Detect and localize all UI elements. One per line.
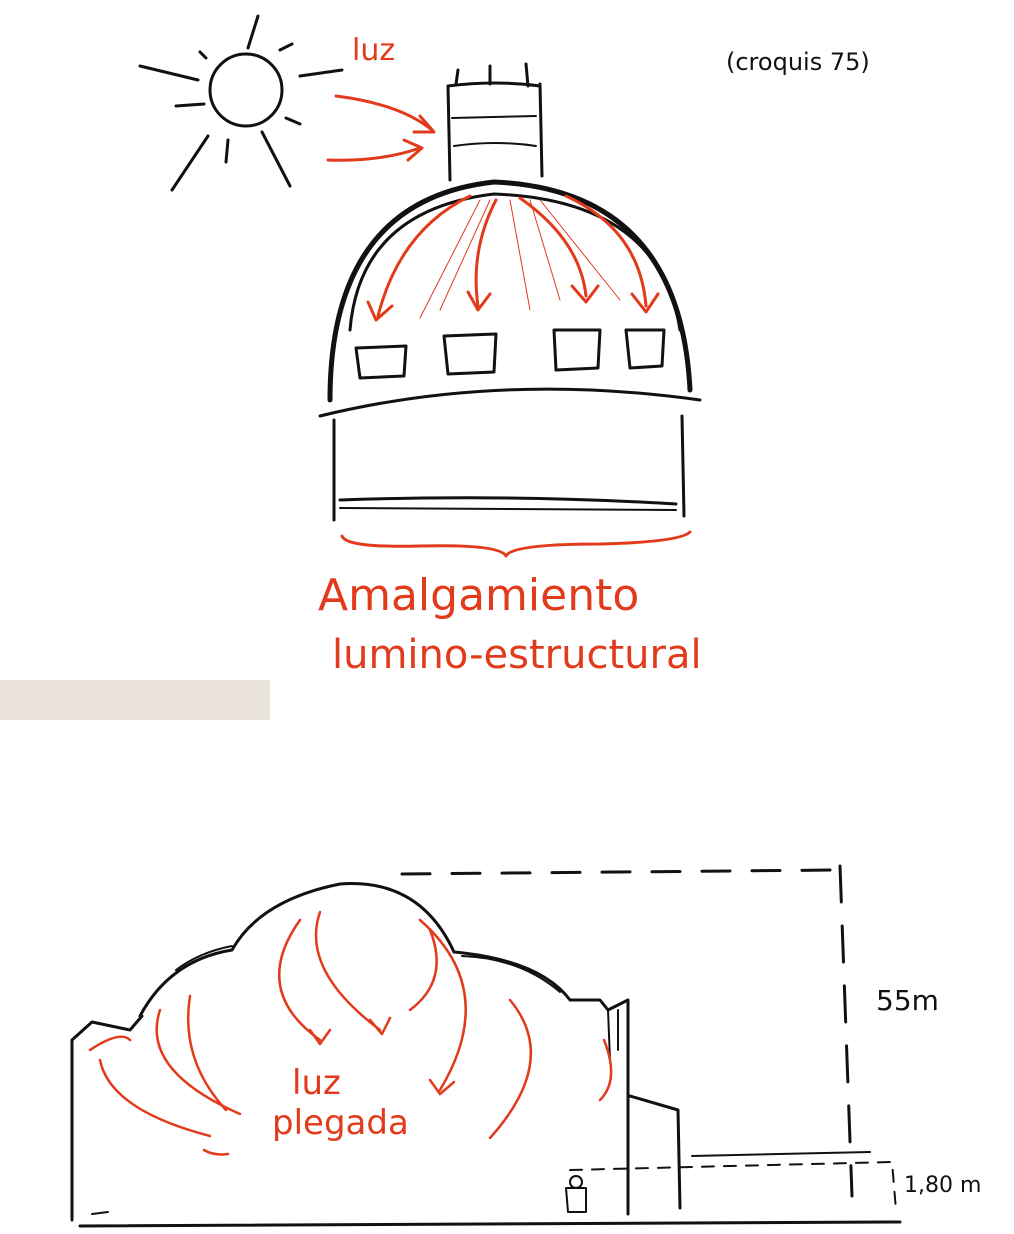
caption-brace (342, 532, 690, 556)
sketch-note: (croquis 75) (726, 48, 870, 76)
height-total-label: 55m (876, 984, 939, 1017)
sun-icon (140, 16, 342, 190)
section-sketch: luz plegada 55m 1,80 m (72, 866, 981, 1226)
caption-line-1: Amalgamiento (318, 570, 639, 621)
caption-line-2: lumino-estructural (332, 632, 702, 678)
sun-label: luz (352, 33, 395, 68)
dome-sketch: luz (croquis 75) Amalgamiento lumino-est… (0, 16, 870, 720)
interior-light-rays (368, 196, 658, 320)
dome (320, 182, 700, 416)
building-section (72, 884, 900, 1226)
light-label-line-2: plegada (272, 1103, 409, 1143)
drum (334, 416, 684, 520)
person-icon (566, 1176, 586, 1212)
light-arrows (328, 96, 434, 160)
light-label-line-1: luz (292, 1063, 341, 1103)
paper-shadow (0, 680, 270, 720)
lantern (448, 64, 542, 180)
height-person-label: 1,80 m (904, 1173, 981, 1198)
height-frame (402, 866, 896, 1210)
